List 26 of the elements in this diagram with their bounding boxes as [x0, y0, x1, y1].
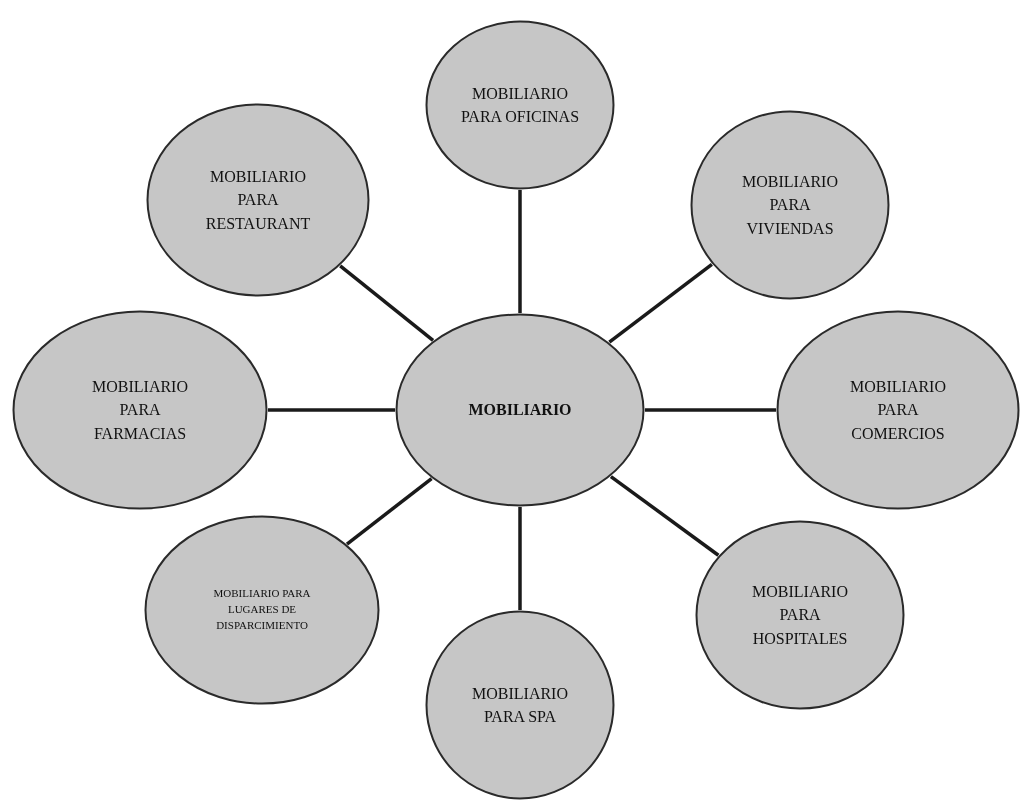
node-label: MOBILIARIO PARA LUGARES DE DISPARCIMIENTO: [212, 586, 312, 633]
connector-line: [609, 475, 720, 557]
node-label: MOBILIARIO PARA COMERCIOS: [849, 377, 947, 444]
connector-line: [345, 477, 433, 546]
node-label: MOBILIARIO PARA FARMACIAS: [91, 377, 189, 444]
ellipse-node: [395, 313, 645, 507]
node-label: MOBILIARIO: [468, 400, 572, 421]
node-label: MOBILIARIO PARA OFICINAS: [460, 83, 580, 127]
ellipse-node: [776, 310, 1020, 510]
connector-line: [518, 507, 522, 610]
ellipse-node: [425, 610, 615, 800]
connector-line: [268, 408, 395, 412]
ellipse-node: [690, 110, 890, 300]
ellipse-node: [695, 520, 905, 710]
node-label: MOBILIARIO PARA RESTAURANT: [204, 167, 312, 234]
connector-line: [645, 408, 776, 412]
node-label: MOBILIARIO PARA HOSPITALES: [751, 582, 849, 649]
node-label: MOBILIARIO PARA SPA: [471, 683, 569, 727]
ellipse-node: [146, 103, 370, 297]
node-label: MOBILIARIO PARA VIVIENDAS: [741, 172, 839, 239]
connector-line: [339, 264, 435, 342]
connector-line: [608, 262, 713, 344]
ellipse-node: [12, 310, 268, 510]
ellipse-node: [425, 20, 615, 190]
ellipse-node: [144, 515, 380, 705]
connector-line: [518, 190, 522, 313]
